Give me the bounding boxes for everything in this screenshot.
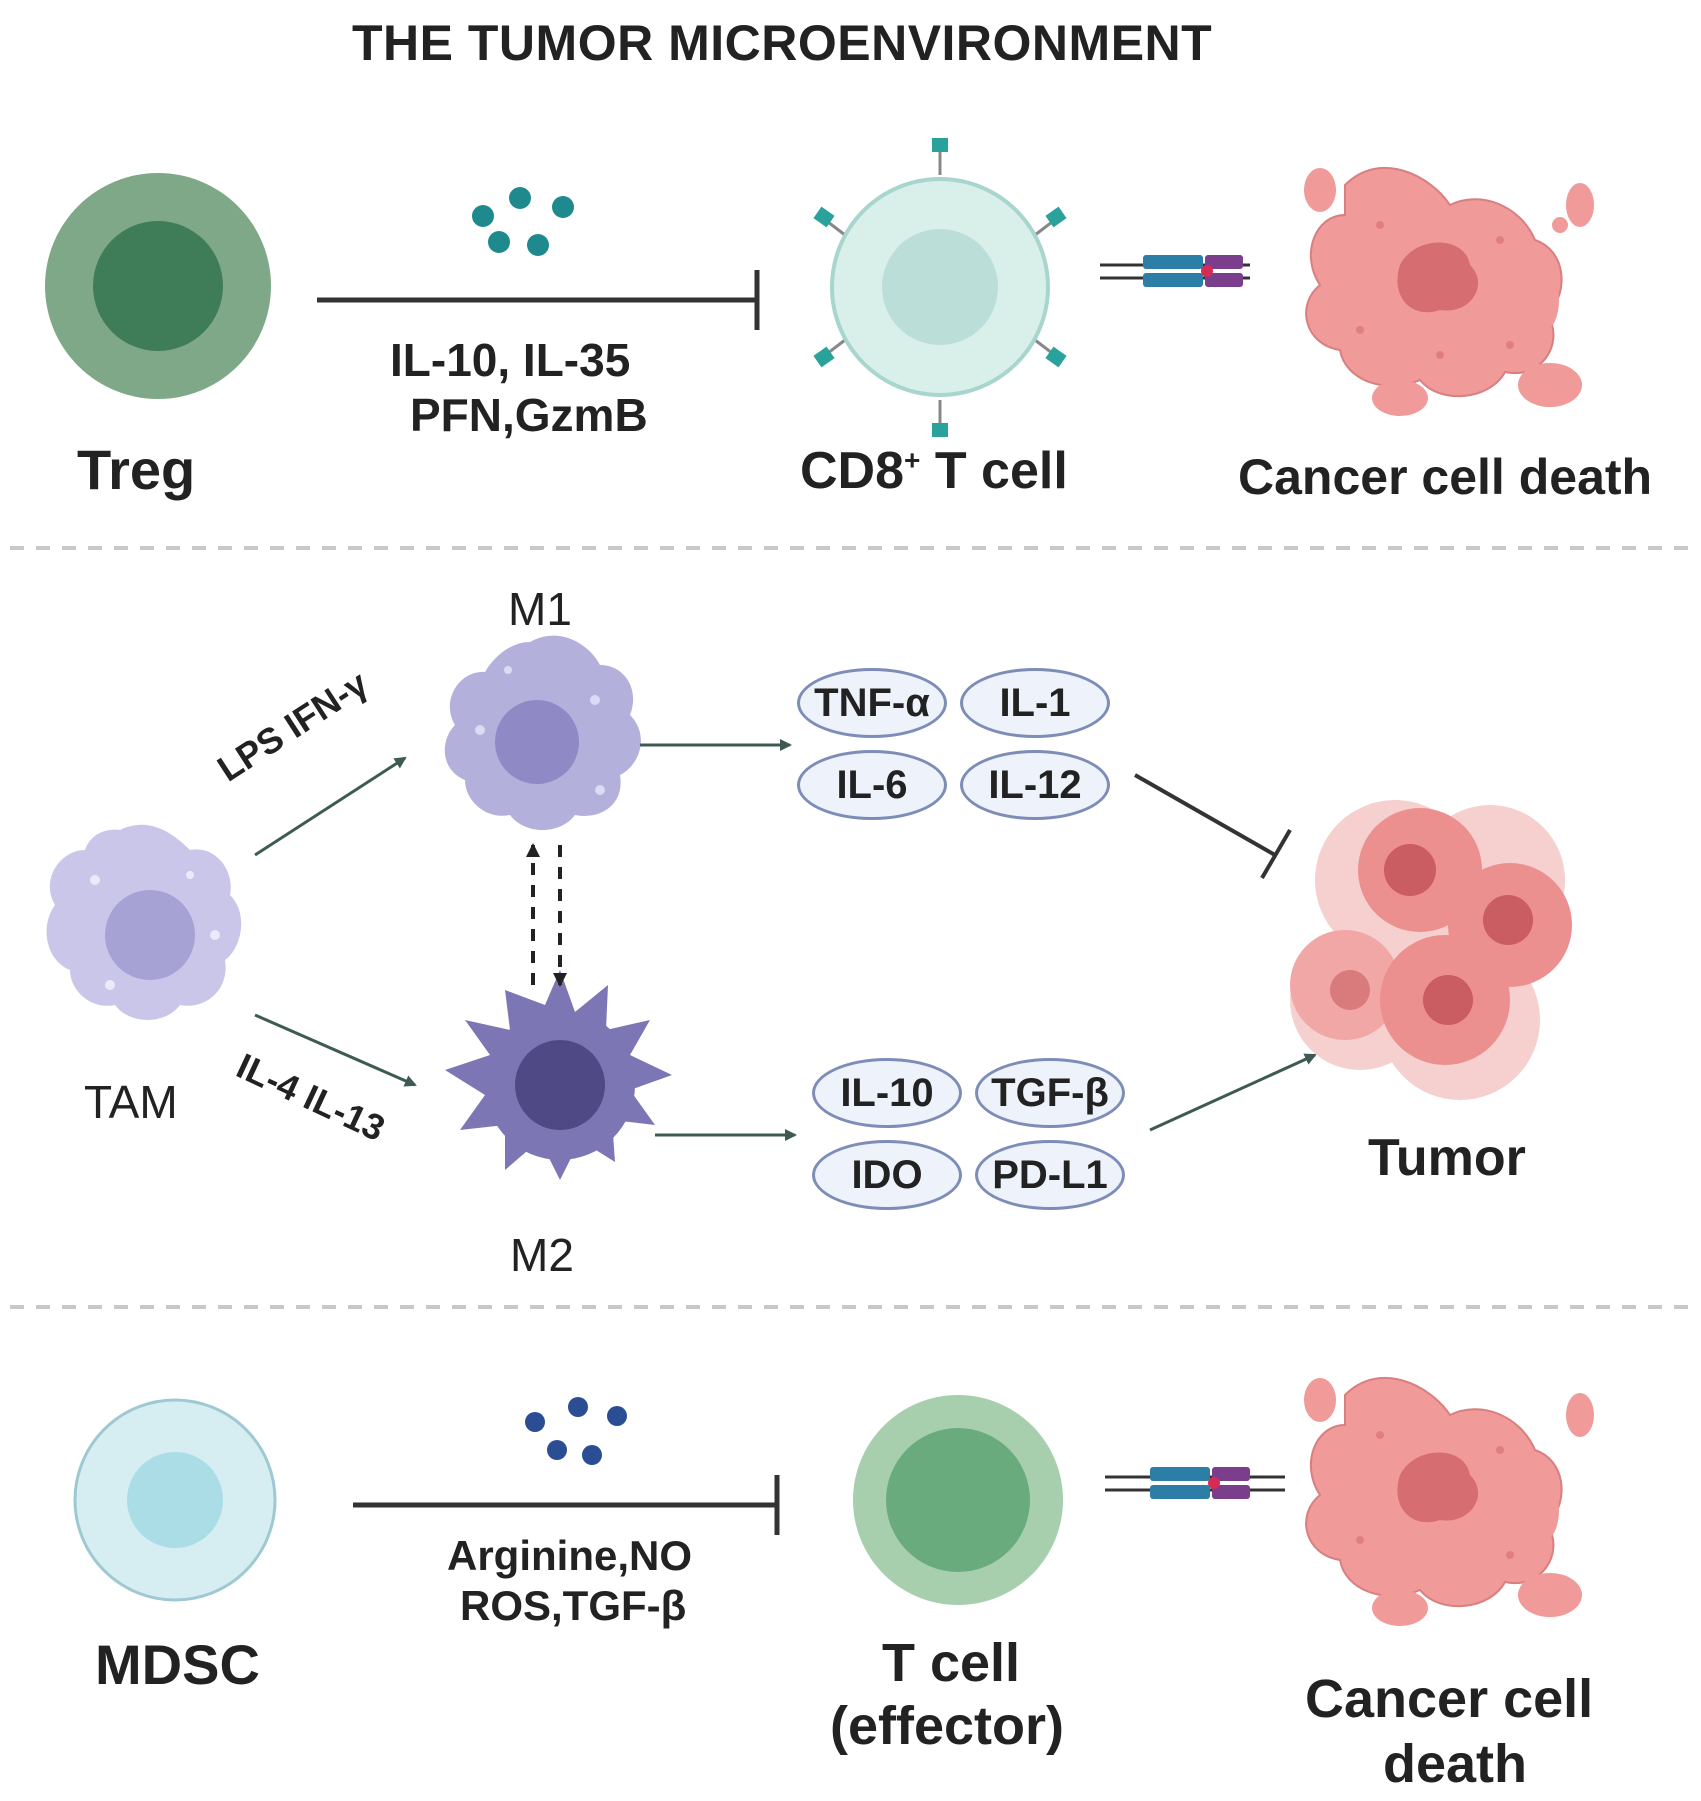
mdsc-label: MDSC <box>95 1633 260 1696</box>
treg-cytokines-line1: IL-10, IL-35 <box>390 334 631 386</box>
m1-cytokine-il1: IL-1 <box>960 668 1110 738</box>
m1-cytokine-tnf: TNF-α <box>797 668 947 738</box>
cancer-death-label-bottom-line2: death <box>1383 1734 1528 1794</box>
t-cell-effector <box>853 1395 1063 1605</box>
mdsc-factors-line2: ROS,TGF-β <box>460 1582 687 1629</box>
cd8-label-rest: T cell <box>920 442 1068 500</box>
mdsc-cell <box>73 1398 277 1602</box>
mdsc-factors-line1: Arginine,NO <box>447 1532 693 1579</box>
m1-cytokine-il6: IL-6 <box>797 750 947 820</box>
cancer-death-label-bottom-line1: Cancer cell <box>1305 1669 1594 1729</box>
diagram-title: THE TUMOR MICROENVIRONMENT <box>352 15 1213 71</box>
receptor-pair-bottom <box>1105 1467 1285 1499</box>
m2-label: M2 <box>510 1229 574 1281</box>
m2-cytokine-ido: IDO <box>812 1140 962 1210</box>
tam-cell <box>46 824 242 1020</box>
m1-macrophage <box>444 635 641 830</box>
treg-cytokines-line2: PFN,GzmB <box>410 389 648 441</box>
m2-macrophage <box>445 970 672 1180</box>
cd8-label-sup: + <box>904 444 921 476</box>
stimulus-arrow-m2 <box>254 1013 417 1087</box>
m2-cytokine-tgfb: TGF-β <box>975 1058 1125 1128</box>
cytokine-dots-teal <box>472 187 574 256</box>
inhibition-arrow-treg <box>317 270 760 330</box>
m2-cytokine-il10: IL-10 <box>812 1058 962 1128</box>
tumor-label: Tumor <box>1368 1129 1526 1187</box>
m2-cytokine-pdl1: PD-L1 <box>975 1140 1125 1210</box>
cytokine-dots-blue <box>525 1397 627 1465</box>
inhibition-arrow-m1-tumor <box>1134 773 1292 880</box>
t-cell-label-line2: (effector) <box>830 1696 1065 1756</box>
cd8-t-cell <box>813 138 1067 437</box>
treg-cell <box>45 173 271 399</box>
m1-label: M1 <box>508 583 572 635</box>
cancer-cell-death-top <box>1304 166 1594 416</box>
tumor-cluster <box>1290 800 1572 1100</box>
cancer-cell-death-bottom <box>1304 1376 1594 1626</box>
cd8-t-cell-label: CD8+ T cell <box>800 441 1068 501</box>
stimulus-arrow-m1 <box>254 756 407 857</box>
t-cell-label-line1: T cell <box>882 1633 1021 1693</box>
cd8-label-main: CD8 <box>800 442 905 500</box>
inhibition-arrow-mdsc <box>353 1475 780 1535</box>
receptor-pair-top <box>1100 255 1250 287</box>
cancer-death-label-top: Cancer cell death <box>1238 449 1653 505</box>
promotion-arrow-m2-tumor <box>1149 1053 1317 1132</box>
m1-cytokine-il12: IL-12 <box>960 750 1110 820</box>
tam-label: TAM <box>84 1076 178 1128</box>
treg-label: Treg <box>77 438 196 501</box>
m1-m2-interconversion-arrows <box>526 843 567 987</box>
